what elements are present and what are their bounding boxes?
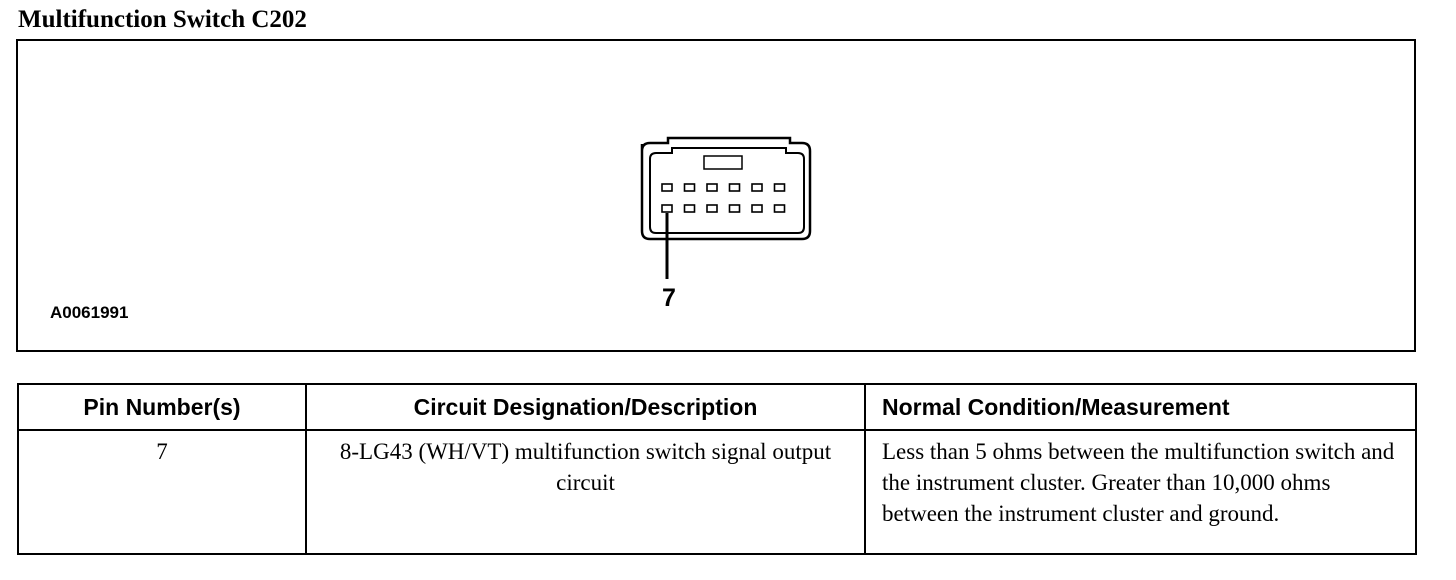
table-row: 7 8-LG43 (WH/VT) multifunction switch si…: [17, 429, 1417, 555]
header-circuit-description: Circuit Designation/Description: [305, 383, 866, 431]
pin-cavity: [706, 183, 718, 192]
pin-cavity: [773, 204, 786, 213]
cell-circuit: 8-LG43 (WH/VT) multifunction switch sign…: [305, 429, 866, 555]
pin-table: Pin Number(s) Circuit Designation/Descri…: [17, 383, 1417, 555]
cell-pin: 7: [17, 429, 307, 555]
connector-lock-tab: [703, 155, 743, 170]
connector-housing-outer: [640, 136, 812, 241]
connector-figure: A0061991 7: [16, 39, 1416, 352]
connector-housing-inner: [649, 147, 805, 234]
pin-cavity: [728, 204, 741, 213]
table-header-row: Pin Number(s) Circuit Designation/Descri…: [17, 383, 1417, 431]
figure-id: A0061991: [50, 303, 129, 322]
pin-cavity: [751, 204, 763, 213]
cell-condition: Less than 5 ohms between the multifuncti…: [864, 429, 1417, 555]
pin-cavity: [773, 183, 786, 192]
pin-cavity: [728, 183, 741, 192]
pin-cavity: [751, 183, 763, 192]
pin-cavity: [661, 183, 673, 192]
pin-cavity: [683, 183, 696, 192]
pin-cavity: [661, 204, 673, 213]
pin-cavities: [661, 183, 786, 213]
page-title: Multifunction Switch C202: [18, 6, 307, 33]
pin-cavity: [706, 204, 718, 213]
header-normal-condition: Normal Condition/Measurement: [864, 383, 1417, 431]
header-pin-numbers: Pin Number(s): [17, 383, 307, 431]
pin-cavity: [683, 204, 696, 213]
connector-diagram: [640, 136, 812, 279]
pin-callout-label: 7: [662, 284, 676, 312]
